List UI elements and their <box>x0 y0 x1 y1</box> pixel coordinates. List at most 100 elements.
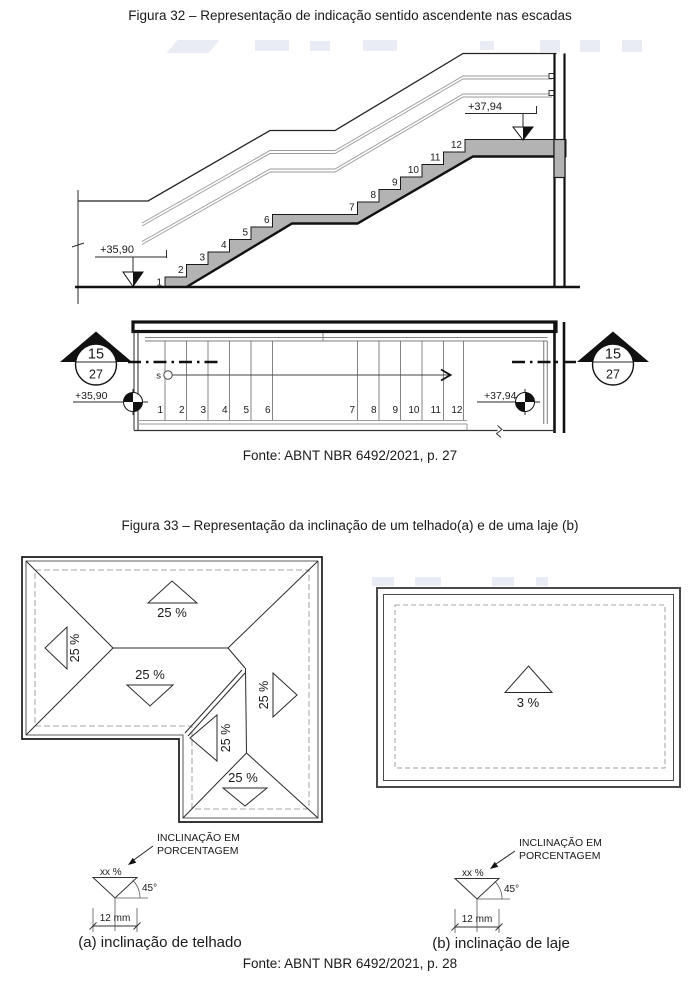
watermark-fragment <box>536 577 548 586</box>
note-line1: INCLINAÇÃO EM <box>519 836 602 849</box>
slope-triangle-icon <box>125 684 175 707</box>
watermark-fragment <box>580 40 600 52</box>
marker-circle-icon <box>74 343 118 386</box>
slope-symbol-detail-b: INCLINAÇÃO EM PORCENTAGEM xx % 45° 12 mm <box>451 836 602 933</box>
plan-top-wall <box>131 320 558 334</box>
watermark-fragment <box>492 577 514 586</box>
step-number: 5 <box>242 228 248 239</box>
slope-label: 25 % <box>157 605 187 620</box>
step-number: 10 <box>408 165 420 176</box>
note-line1: INCLINAÇÃO EM <box>157 831 240 844</box>
dimension: 12 mm <box>451 909 503 933</box>
slope-value: xx % <box>100 867 122 878</box>
tread-value: 27 <box>89 368 103 382</box>
plan-level-start: +35,90 <box>73 389 148 415</box>
figure32-drawing: 1 2 3 4 5 6 7 8 9 10 11 12 +35,90 +37,94 <box>60 52 649 438</box>
step-number: 4 <box>221 240 227 251</box>
plan-right-wall <box>553 322 566 433</box>
angle-arc <box>494 881 503 900</box>
elevation-end-label: +37,94 <box>468 101 502 113</box>
arrow-icon <box>440 368 453 382</box>
riser-value: 15 <box>605 347 621 363</box>
dimension-label: 12 mm <box>462 914 493 925</box>
step-number: 6 <box>265 405 271 416</box>
caption-a: (a) inclinação de telhado <box>78 934 242 951</box>
step-number: 9 <box>392 178 398 189</box>
figure33-title: Figura 33 – Representação da inclinação … <box>121 518 579 533</box>
elevation-mark-end: +37,94 <box>465 101 537 141</box>
level-triangle-fill <box>133 272 143 287</box>
figure32-title: Figura 32 – Representação de indicação s… <box>128 8 572 23</box>
roof-slope-indicators: 25 % 25 % 25 % 25 % 25 % 25 % <box>44 580 298 807</box>
level-label: +35,90 <box>75 390 108 402</box>
riser-value: 15 <box>88 347 104 363</box>
note-line2: PORCENTAGEM <box>157 845 238 857</box>
handrail-rails <box>141 75 552 245</box>
slope-label: 25 % <box>219 724 233 753</box>
slope-label: 25 % <box>135 667 165 682</box>
break-line-icon <box>495 425 503 438</box>
slope-label: 25 % <box>257 681 271 710</box>
slope-triangle-icon <box>221 787 269 807</box>
step-number: 8 <box>370 190 376 201</box>
watermark-fragment <box>415 577 441 586</box>
wall <box>553 53 566 287</box>
roof-eave-line <box>25 560 319 819</box>
plan-outer-bottom <box>134 425 555 438</box>
plan-handrail-lines <box>145 337 548 424</box>
stair-dimension-marker-right: 15 27 <box>577 331 649 386</box>
step-number: 5 <box>243 405 249 416</box>
slope-label: 25 % <box>68 634 82 663</box>
tick-mark <box>71 242 85 248</box>
plan-riser-lines <box>164 333 464 421</box>
dimension: 12 mm <box>89 908 141 932</box>
step-number: 12 <box>451 405 463 416</box>
figure33-source: Fonte: ABNT NBR 6492/2021, p. 28 <box>242 956 458 971</box>
step-number: 11 <box>430 153 441 164</box>
leader-arrow-icon <box>490 861 499 869</box>
watermark-fragment <box>363 40 397 51</box>
watermark-fragment <box>372 577 394 586</box>
slab-outline <box>376 587 681 788</box>
slope-triangle-icon <box>146 580 199 604</box>
step-number: 1 <box>157 405 163 416</box>
slope-value: xx % <box>462 868 484 879</box>
rail-anchor-icon <box>548 90 555 96</box>
plan-bottom-edge <box>138 420 468 431</box>
roof-plan: 25 % 25 % 25 % 25 % 25 % 25 % <box>21 556 323 823</box>
watermark-fragment <box>310 41 330 51</box>
slope-triangle-icon <box>44 625 68 671</box>
handrail-outline <box>78 52 557 202</box>
slope-label: 3 % <box>517 695 540 710</box>
slope-label: 25 % <box>228 770 258 785</box>
step-number: 8 <box>371 405 377 416</box>
elevation-start-label: +35,90 <box>100 244 134 256</box>
step-number: 3 <box>200 405 206 416</box>
watermark-fragment <box>480 41 494 50</box>
slope-triangle-icon <box>453 878 501 900</box>
level-label: +37,94 <box>484 390 517 402</box>
step-number: 9 <box>392 405 398 416</box>
angle-label: 45° <box>504 884 519 895</box>
slope-symbol-detail-a: INCLINAÇÃO EM PORCENTAGEM xx % 45° 12 mm <box>89 831 240 932</box>
step-number: 2 <box>178 265 184 276</box>
ridge-lines <box>25 560 319 819</box>
figure32-source: Fonte: ABNT NBR 6492/2021, p. 27 <box>242 448 458 463</box>
level-triangle-fill <box>523 127 533 140</box>
plan-level-end: +37,94 <box>477 389 540 415</box>
plan-left-edge <box>133 331 139 430</box>
step-number: 3 <box>199 253 205 264</box>
dimension-label: 12 mm <box>100 913 131 924</box>
stair-plan-view: 1 2 3 4 5 6 7 8 9 10 11 12 s <box>60 320 649 438</box>
step-number: 10 <box>408 405 420 416</box>
roof-outline <box>21 556 323 823</box>
stair-soffit-line <box>185 155 566 289</box>
step-number: 1 <box>156 278 162 289</box>
rail-anchor-icon <box>548 73 555 79</box>
step-number: 7 <box>349 203 355 214</box>
watermark-fragment <box>622 40 642 52</box>
plan-step-numbers: 1 2 3 4 5 6 7 8 9 10 11 12 <box>157 405 462 416</box>
watermark-fragment <box>540 40 560 52</box>
note-line2: PORCENTAGEM <box>519 850 600 862</box>
